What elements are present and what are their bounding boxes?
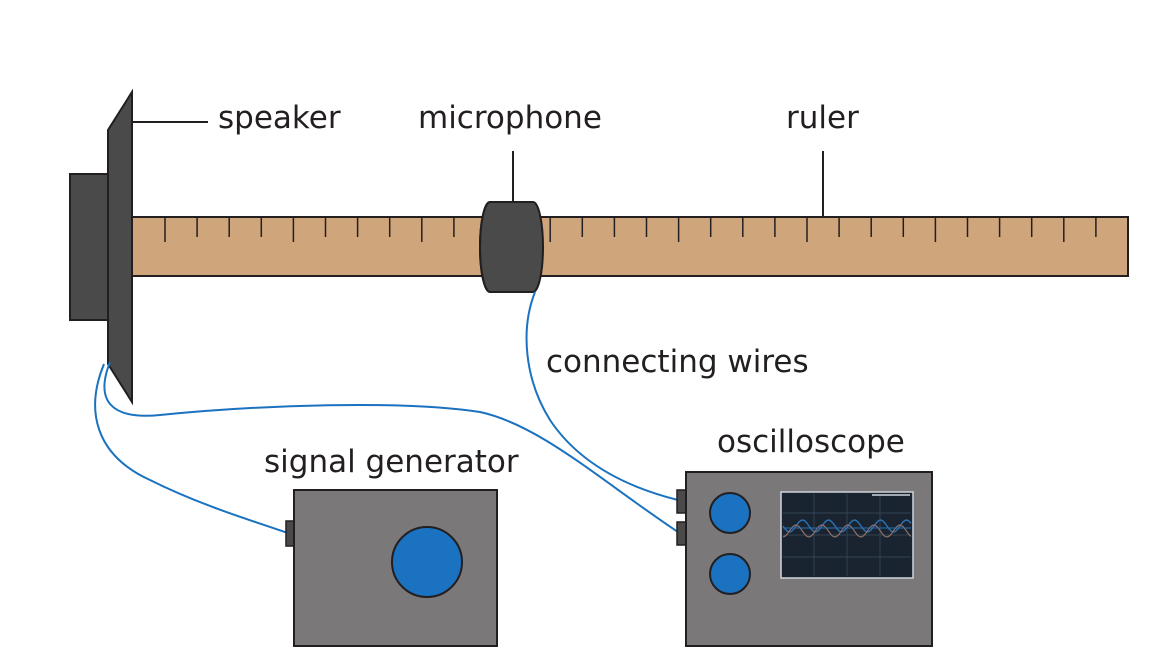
oscilloscope-trace-1 bbox=[782, 519, 912, 533]
speaker-label: speaker bbox=[218, 100, 341, 136]
oscilloscope-connector-top bbox=[676, 489, 687, 514]
oscilloscope-knob-bottom bbox=[709, 553, 751, 595]
oscilloscope-connector-bottom bbox=[676, 521, 687, 546]
oscilloscope bbox=[676, 471, 933, 647]
ruler bbox=[127, 216, 1129, 277]
microphone-front-edge bbox=[479, 201, 491, 293]
connecting-wires-label: connecting wires bbox=[546, 344, 809, 380]
microphone bbox=[479, 201, 544, 293]
speaker-cone bbox=[107, 88, 133, 406]
microphone-to-oscilloscope-wire bbox=[525, 291, 679, 501]
oscilloscope-knob-top bbox=[709, 492, 751, 534]
ruler-label: ruler bbox=[786, 100, 859, 136]
signal-generator-knob bbox=[391, 526, 463, 598]
speaker-to-oscilloscope-wire bbox=[103, 361, 679, 533]
oscilloscope-trace-2 bbox=[782, 524, 912, 538]
speaker bbox=[69, 88, 133, 406]
oscilloscope-label: oscilloscope bbox=[717, 424, 905, 460]
ruler-body bbox=[127, 216, 1129, 277]
speaker-to-generator-wire bbox=[94, 363, 289, 534]
signal-generator bbox=[285, 489, 498, 647]
microphone-label: microphone bbox=[418, 100, 602, 136]
speaker-magnet bbox=[69, 173, 111, 321]
ruler-ticks bbox=[164, 217, 1097, 242]
microphone-body bbox=[479, 201, 544, 293]
signal-generator-label: signal generator bbox=[264, 444, 519, 480]
